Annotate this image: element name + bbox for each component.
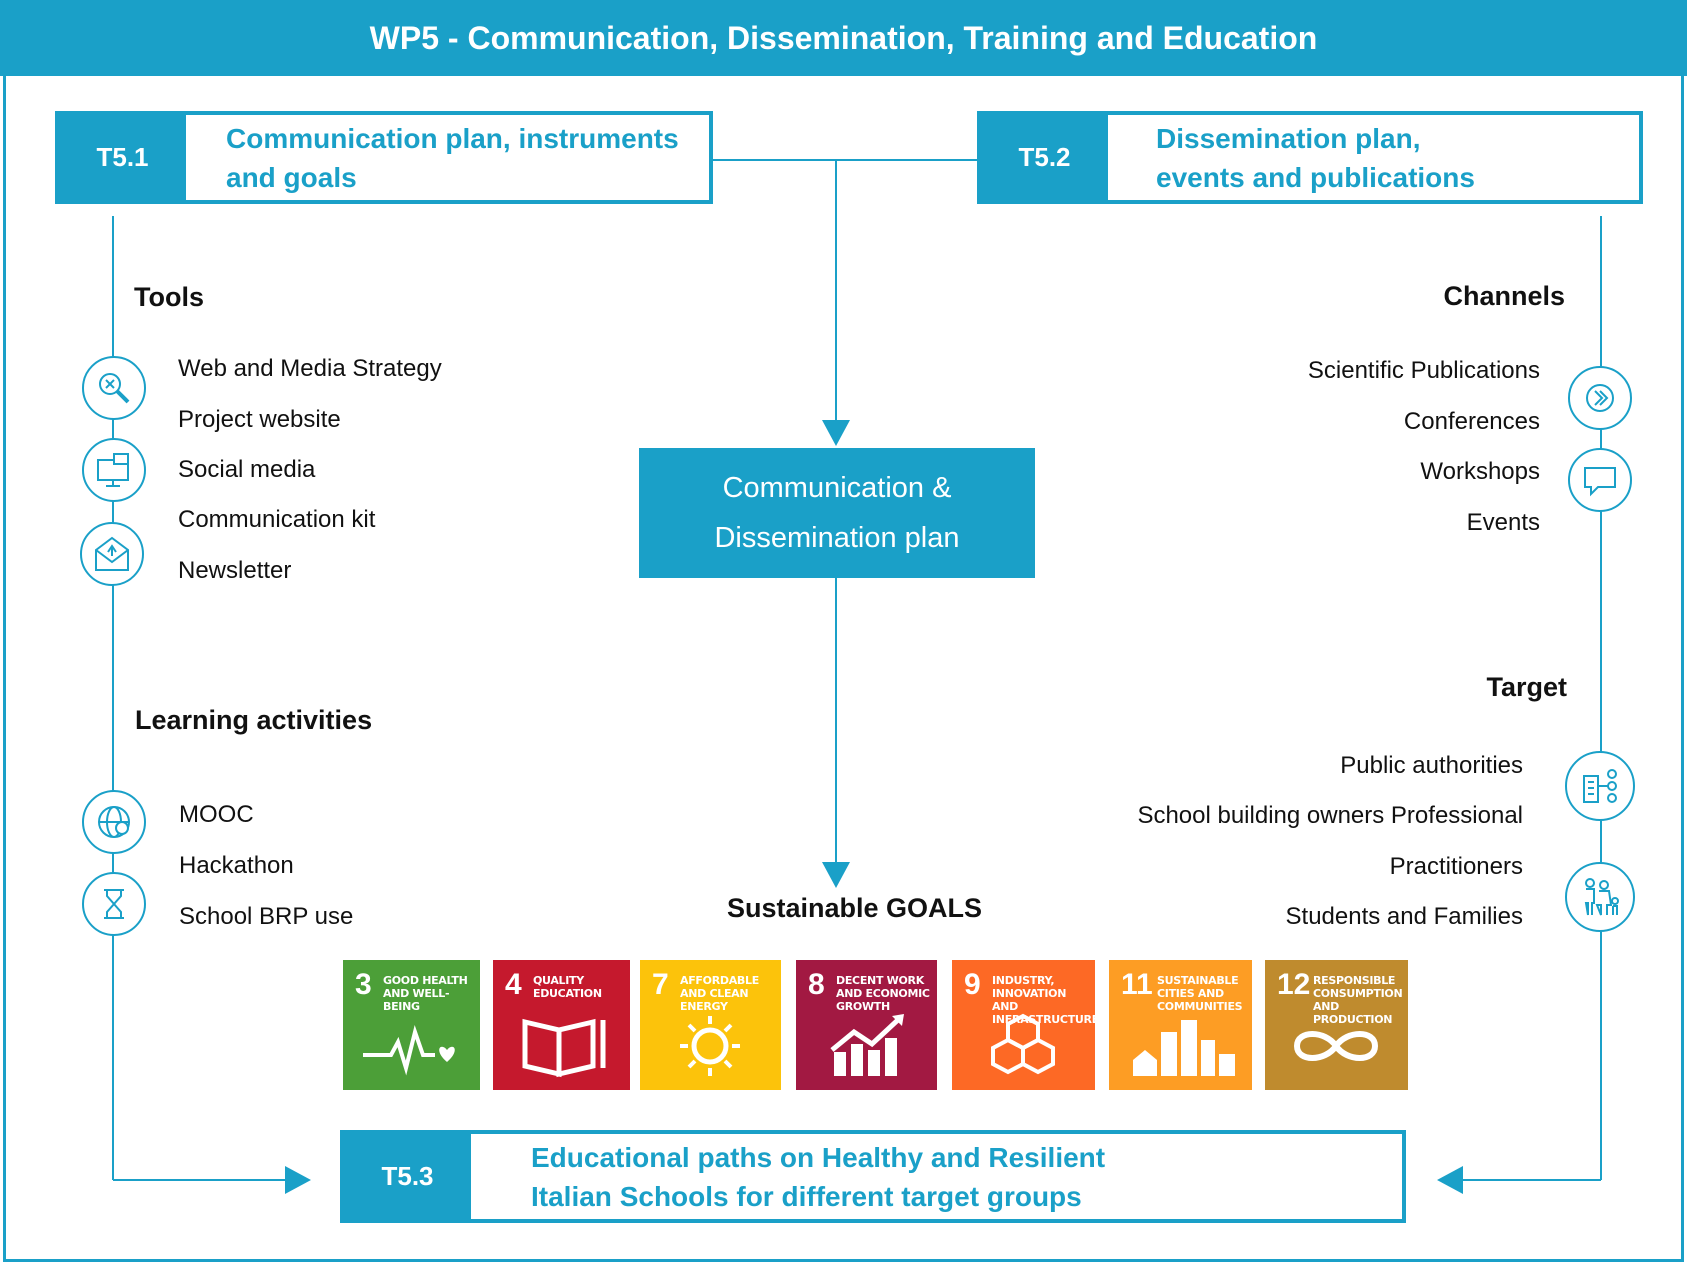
sdg-tile-3: 3 GOOD HEALTH AND WELL-BEING	[343, 960, 480, 1090]
target-item: Students and Families	[1285, 903, 1523, 930]
arrow-right-t53	[285, 1166, 311, 1194]
sdg-number: 3	[355, 968, 372, 1001]
channels-item: Conferences	[1403, 408, 1540, 435]
chat-bubble-icon	[1568, 448, 1632, 512]
building-network-icon	[1565, 751, 1635, 821]
sdg-label: GOOD HEALTH AND WELL-BEING	[383, 974, 468, 1013]
channels-item: Scientific Publications	[1307, 357, 1540, 384]
sdg-label: AFFORDABLE AND CLEAN ENERGY	[680, 974, 759, 1013]
target-item: Public authorities	[1340, 752, 1523, 779]
tools-item: Communication kit	[178, 506, 376, 533]
search-icon	[82, 356, 146, 420]
goals-heading: Sustainable GOALS	[727, 893, 983, 923]
tools-item: Web and Media Strategy	[178, 355, 442, 382]
sdg-tile-9: 9 INDUSTRY, INNOVATION AND INFRASTRUCTUR…	[952, 960, 1099, 1090]
sdg-number: 11	[1121, 968, 1153, 1001]
task-t52-box: T5.2 Dissemination plan, events and publ…	[977, 111, 1643, 204]
heartbeat-icon	[363, 1025, 455, 1076]
learning-item: School BRP use	[179, 903, 354, 930]
globe-icon	[82, 790, 146, 854]
arrow-left-t53	[1437, 1166, 1463, 1194]
task-title-line1: Educational paths on Healthy and Resilie…	[531, 1141, 1106, 1173]
learning-item: Hackathon	[179, 852, 294, 879]
infinity-icon	[1293, 1031, 1379, 1061]
channels-item: Events	[1466, 509, 1540, 536]
sdg-label: DECENT WORK AND ECONOMIC GROWTH	[836, 974, 930, 1013]
chevron-right-icon	[1568, 366, 1632, 430]
arrow-down-goals	[822, 862, 850, 888]
monitor-chat-icon	[82, 438, 146, 502]
sdg-label: SUSTAINABLE CITIES AND COMMUNITIES	[1157, 974, 1243, 1013]
sun-power-icon	[680, 1016, 740, 1076]
sdg-number: 7	[652, 968, 669, 1001]
sdg-number: 4	[505, 968, 522, 1001]
diagram-frame	[3, 70, 1684, 1262]
center-line2: Dissemination plan	[714, 522, 960, 554]
task-code: T5.2	[981, 115, 1108, 200]
channels-item: Workshops	[1420, 458, 1540, 485]
task-title-line1: Dissemination plan,	[1156, 122, 1421, 154]
learning-item: MOOC	[179, 801, 254, 828]
task-title-line1: Communication plan, instruments	[226, 122, 679, 154]
sdg-tile-7: 7 AFFORDABLE AND CLEAN ENERGY	[640, 960, 781, 1090]
task-code: T5.1	[59, 115, 186, 200]
task-t51-box: T5.1 Communication plan, instruments and…	[55, 111, 713, 204]
sdg-label: QUALITY EDUCATION	[533, 974, 602, 1000]
learning-heading: Learning activities	[135, 705, 373, 735]
center-plan-box: Communication & Dissemination plan	[639, 448, 1035, 578]
sdg-tile-8: 8 DECENT WORK AND ECONOMIC GROWTH	[796, 960, 937, 1090]
mail-icon	[80, 522, 144, 586]
tools-item: Social media	[178, 456, 316, 483]
sdg-number: 8	[808, 968, 825, 1001]
tools-item: Newsletter	[178, 557, 292, 584]
page-title: WP5 - Communication, Dissemination, Trai…	[0, 0, 1687, 76]
task-title-line2: and goals	[226, 161, 357, 193]
sdg-number: 12	[1277, 968, 1311, 1001]
city-buildings-icon	[1133, 1020, 1235, 1076]
book-icon	[522, 1018, 606, 1078]
tools-item: Project website	[178, 406, 341, 433]
hourglass-icon	[82, 872, 146, 936]
target-item: School building owners Professional	[1137, 802, 1523, 829]
center-line1: Communication &	[722, 472, 952, 504]
sdg-tile-12: 12 RESPONSIBLE CONSUMPTION AND PRODUCTIO…	[1265, 960, 1408, 1090]
task-title-line2: Italian Schools for different target gro…	[531, 1180, 1082, 1212]
cubes-icon	[991, 1013, 1055, 1075]
task-t53-box: T5.3 Educational paths on Healthy and Re…	[340, 1130, 1406, 1223]
sdg-label: RESPONSIBLE CONSUMPTION AND PRODUCTION	[1313, 974, 1403, 1026]
task-code: T5.3	[344, 1134, 471, 1219]
target-item: Practitioners	[1389, 853, 1523, 880]
family-icon	[1565, 862, 1635, 932]
growth-chart-icon	[830, 1014, 904, 1076]
target-heading: Target	[1486, 672, 1567, 702]
sdg-number: 9	[964, 968, 981, 1001]
task-title-line2: events and publications	[1156, 161, 1475, 193]
sdg-tile-11: 11 SUSTAINABLE CITIES AND COMMUNITIES	[1109, 960, 1252, 1090]
sdg-tile-4: 4 QUALITY EDUCATION	[493, 960, 630, 1090]
channels-heading: Channels	[1443, 281, 1565, 311]
arrow-down-center	[822, 420, 850, 446]
tools-heading: Tools	[134, 282, 204, 312]
